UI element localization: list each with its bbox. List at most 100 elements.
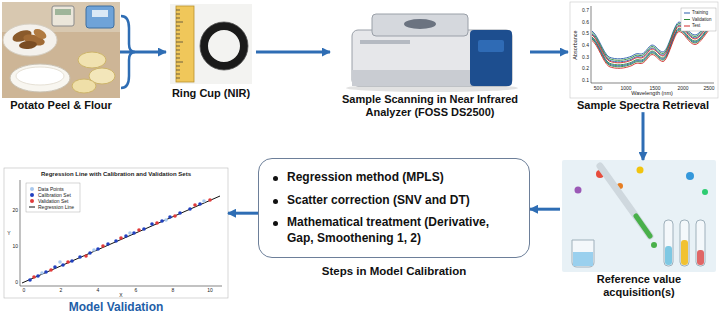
tick-label: 8	[172, 288, 175, 293]
tick-label: 500	[594, 86, 602, 91]
tick-label: 0	[15, 280, 18, 285]
potato-photo	[72, 79, 96, 93]
potato-photo	[2, 2, 120, 98]
tick-label: 20	[12, 208, 18, 213]
reference-lab-photo	[572, 240, 594, 267]
regression-chart	[44, 270, 48, 274]
regression-chart	[4, 168, 228, 298]
regression-chart	[92, 248, 96, 252]
regression-chart	[119, 236, 123, 240]
nir-analyzer-photo	[470, 30, 512, 86]
ring-cup-photo	[200, 22, 248, 70]
tick-label: 0.4	[582, 43, 589, 48]
tick-label: 2000	[677, 86, 688, 91]
regression-chart	[202, 199, 206, 203]
flow-arrow	[530, 208, 560, 211]
regression-chart	[36, 274, 40, 278]
regression-chart	[28, 202, 202, 282]
caption: Model Validation	[4, 300, 228, 314]
regression-chart	[155, 221, 159, 225]
potato-photo	[3, 24, 57, 56]
regression-chart	[198, 202, 202, 206]
regression-chart	[106, 242, 110, 246]
caption: Sample Scanning in Near Infrared Analyze…	[330, 93, 530, 119]
regression-chart	[40, 271, 44, 275]
reference-lab-photo	[686, 172, 694, 180]
tick-label: 1000	[620, 86, 631, 91]
spectra-chart	[684, 19, 690, 20]
spectra-chart	[592, 19, 712, 61]
regression-chart	[58, 260, 62, 264]
regression-chart	[128, 231, 132, 235]
regression-chart	[20, 180, 222, 286]
bullet-row: Mathematical treatment (Derivative, Gap,…	[273, 215, 517, 246]
ring-cup-photo	[170, 4, 252, 84]
potato-photo	[92, 10, 108, 17]
tick-label: 6	[135, 288, 138, 293]
legend-label: Calibration Set	[38, 193, 71, 198]
axis-title: Absorbance	[573, 30, 579, 59]
legend-label: Validation Set	[38, 199, 68, 204]
bullet-dot	[273, 176, 278, 181]
reference-lab-photo	[562, 160, 716, 272]
regression-chart	[150, 222, 154, 226]
regression-chart	[173, 214, 177, 218]
reference-lab-photo	[573, 252, 593, 266]
tick-label: 10	[207, 288, 213, 293]
section-heading: Steps in Model Calibration	[259, 265, 529, 277]
regression-chart	[114, 239, 118, 243]
reference-lab-photo	[651, 242, 657, 248]
regression-chart	[208, 198, 212, 202]
regression-chart	[137, 228, 141, 232]
reference-lab-photo	[636, 216, 650, 236]
reference-lab-photo	[681, 240, 688, 265]
regression-chart	[96, 247, 100, 251]
regression-chart	[70, 259, 74, 263]
bullet-dot	[273, 221, 278, 226]
spectra-chart	[591, 6, 714, 83]
regression-chart	[29, 207, 35, 208]
reference-lab-photo	[575, 187, 582, 194]
nir-analyzer-photo	[352, 70, 470, 86]
spectra-chart	[681, 8, 716, 31]
tick-label: 2	[60, 288, 63, 293]
bullet-row: Regression method (MPLS)	[273, 170, 517, 186]
tick-label: 0.7	[582, 8, 589, 13]
image-panel: Potato Peel & Flour	[2, 2, 120, 112]
flow-arrow	[228, 212, 258, 215]
image-panel: Ring Cup (NIR)	[166, 4, 256, 100]
regression-chart	[28, 278, 32, 282]
tick-label: 0.2	[582, 66, 589, 71]
tick-label: 0.1	[582, 78, 589, 83]
flow-arrow	[642, 112, 645, 160]
steps-box: Regression method (MPLS) Scatter correcti…	[258, 158, 530, 258]
regression-chart	[84, 254, 88, 258]
potato-photo	[86, 6, 114, 28]
ring-cup-photo	[176, 6, 194, 82]
regression-chart	[142, 227, 146, 231]
legend-label: Test	[692, 24, 700, 29]
potato-photo	[16, 67, 64, 85]
spectra-chart	[592, 25, 712, 67]
spectra-chart	[570, 2, 718, 98]
nir-analyzer-photo	[352, 30, 512, 86]
potato-photo	[10, 64, 70, 92]
bullet-row: Scatter correction (SNV and DT)	[273, 193, 517, 209]
regression-chart	[132, 231, 136, 235]
caption: Sample Spectra Retrieval	[568, 99, 718, 112]
nir-analyzer-photo	[372, 14, 468, 36]
spectra-chart	[592, 21, 712, 63]
regression-chart	[164, 218, 168, 222]
reference-lab-photo	[680, 220, 689, 266]
regression-chart	[78, 255, 82, 259]
regression-chart	[53, 265, 57, 269]
legend-swatch	[30, 187, 34, 191]
image-panel: Sample Scanning in Near Infrared Analyze…	[330, 6, 530, 119]
legend-label: Training	[692, 11, 708, 16]
axis-title: Wavelength (nm)	[631, 91, 673, 97]
tick-label: 10	[12, 244, 18, 249]
spectra-chart	[570, 2, 718, 98]
tick-label: 1500	[649, 86, 660, 91]
legend-label: Validation	[692, 17, 711, 22]
